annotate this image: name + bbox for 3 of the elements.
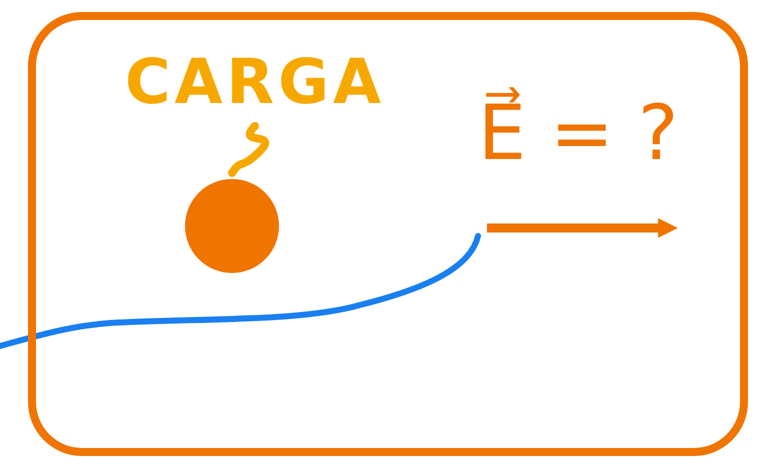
leader-line <box>228 122 270 177</box>
handwritten-label: CARGA <box>120 42 390 122</box>
equation-text: E⃗ = ? <box>478 86 678 179</box>
